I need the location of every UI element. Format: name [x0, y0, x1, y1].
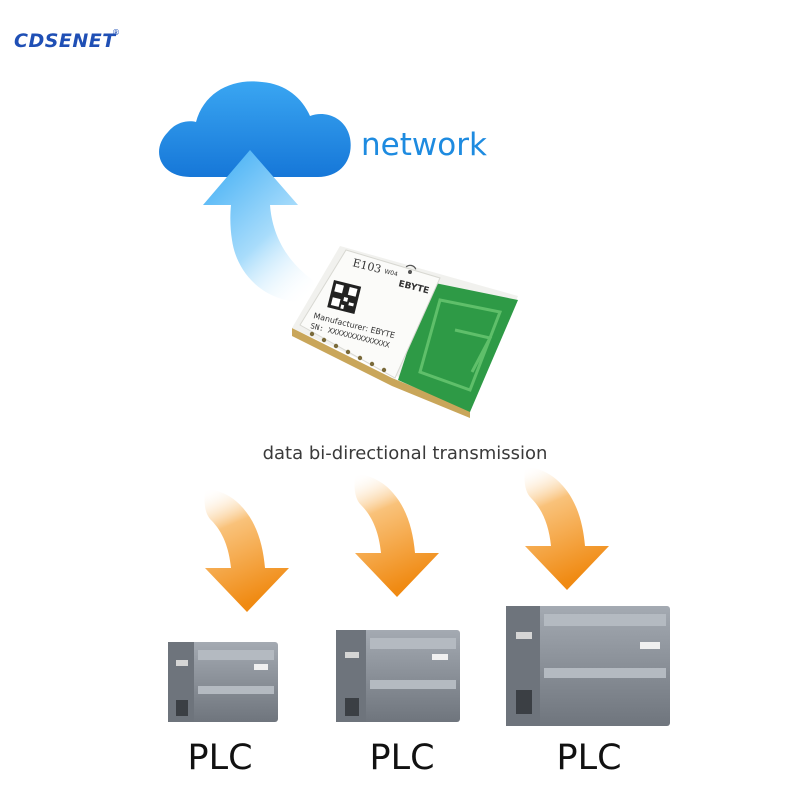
plc-device [506, 606, 670, 726]
plc-label: PLC [369, 738, 435, 778]
module-variant: W04 [384, 268, 399, 278]
transmission-label: data bi-directional transmission [262, 443, 548, 464]
down-arrow-icon [524, 467, 609, 590]
wireless-module: E103 W04 EBYTE Manufacturer: EBYTE SN: X… [292, 246, 518, 418]
brand-logo: CDSENET [14, 30, 116, 52]
plc-device [168, 642, 278, 722]
signal-icon [405, 264, 417, 274]
down-arrow-icon [204, 489, 289, 612]
plc-label: PLC [556, 738, 622, 778]
plc-label: PLC [187, 738, 253, 778]
network-label: network [361, 127, 487, 163]
registered-mark: ® [112, 28, 120, 37]
upload-arrow-icon [203, 150, 316, 302]
down-arrow-icon [354, 474, 439, 597]
cloud-icon [159, 81, 351, 177]
plc-device [336, 630, 460, 722]
